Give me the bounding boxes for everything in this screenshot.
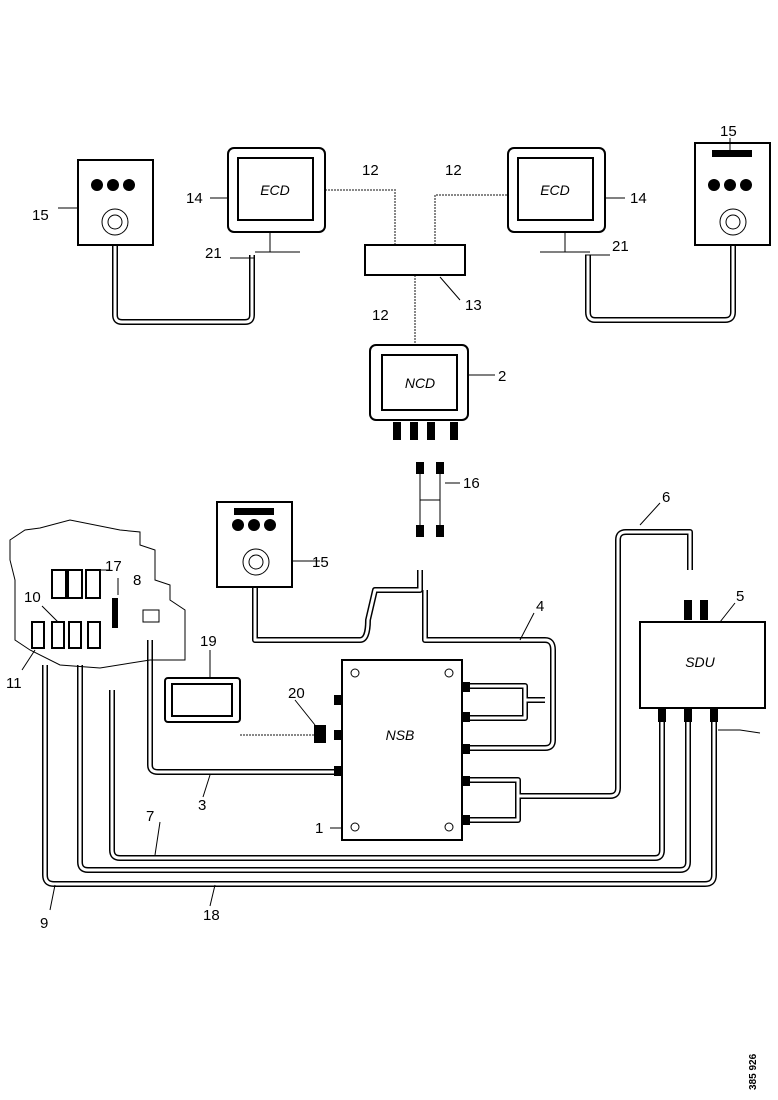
- callout-2: 2: [498, 368, 506, 385]
- callout-14b: 14: [630, 190, 647, 207]
- nsb-box: [334, 659, 470, 841]
- ecd-left-display: [227, 147, 326, 253]
- ncd-label: NCD: [405, 375, 435, 391]
- document-number: 385 926: [748, 1053, 759, 1090]
- callout-4: 4: [536, 598, 544, 615]
- ncd-display: [369, 344, 469, 440]
- callout-21b: 21: [612, 238, 629, 255]
- control-panel-middle: [216, 501, 293, 588]
- callout-18: 18: [203, 907, 220, 924]
- callout-17: 17: [105, 558, 122, 575]
- callout-21a: 21: [205, 245, 222, 262]
- leader-lines: [21, 138, 736, 911]
- callout-15b: 15: [720, 123, 737, 140]
- callout-8: 8: [133, 572, 141, 589]
- callout-12c: 12: [372, 307, 389, 324]
- callout-numbers: 1 2 3 4 5 6 7 8 9 10 11 12 12 12 13 14 1…: [6, 123, 744, 932]
- ecd-right-label: ECD: [540, 182, 570, 198]
- callout-16: 16: [463, 475, 480, 492]
- callout-9: 9: [40, 915, 48, 932]
- callout-13: 13: [465, 297, 482, 314]
- callout-19: 19: [200, 633, 217, 650]
- callout-14a: 14: [186, 190, 203, 207]
- sdu-label: SDU: [685, 654, 715, 670]
- connector-20: [314, 725, 326, 743]
- control-panel-left: [77, 159, 154, 246]
- callout-10: 10: [24, 589, 41, 606]
- ecd-left-label: ECD: [260, 182, 290, 198]
- t-connector-16: [416, 462, 444, 537]
- nsb-label: NSB: [386, 727, 415, 743]
- module-19: [164, 677, 241, 723]
- network-hub-13: [364, 244, 466, 276]
- callout-6: 6: [662, 489, 670, 506]
- callout-5: 5: [736, 588, 744, 605]
- callout-15a: 15: [32, 207, 49, 224]
- callout-12a: 12: [362, 162, 379, 179]
- callout-3: 3: [198, 797, 206, 814]
- control-panel-right: [694, 142, 771, 246]
- callout-12b: 12: [445, 162, 462, 179]
- callout-20: 20: [288, 685, 305, 702]
- engine-outline: [9, 519, 186, 669]
- callout-7: 7: [146, 808, 154, 825]
- callout-1: 1: [315, 820, 323, 837]
- callout-11: 11: [6, 675, 22, 692]
- cables: [42, 189, 736, 887]
- ecd-right-display: [507, 147, 606, 253]
- callout-15c: 15: [312, 554, 329, 571]
- sdu-box: [639, 600, 766, 734]
